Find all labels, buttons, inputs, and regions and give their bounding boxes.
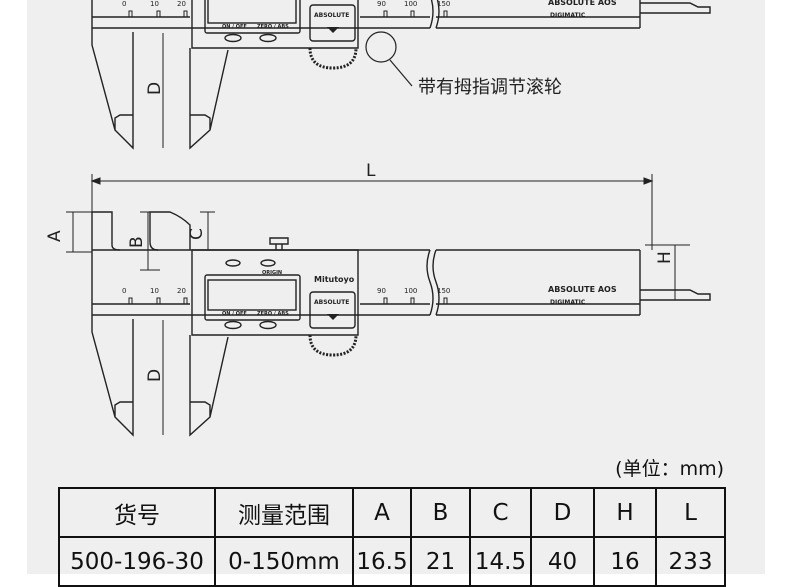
- absolute-label: ABSOLUTE: [314, 12, 349, 19]
- arrow-down-icon: [327, 27, 339, 33]
- callout-circle: [365, 31, 397, 63]
- display-window: [204, 0, 301, 34]
- moving-outer-jaw: [189, 335, 229, 437]
- thumb-roller: [308, 334, 358, 357]
- thumb-roller: [308, 47, 358, 70]
- scale-label-10: 10: [150, 287, 159, 295]
- ruler-ticks: [128, 297, 448, 304]
- dim-label-L: L: [366, 161, 376, 181]
- dim-label-H: H: [655, 251, 675, 264]
- origin-label: ORIGIN: [262, 270, 282, 276]
- dimension-L: [90, 174, 654, 250]
- scale-label-20: 20: [177, 287, 186, 295]
- scale-label-100: 100: [404, 287, 417, 295]
- cell-D: 40: [530, 536, 595, 587]
- on-off-button: [224, 320, 242, 330]
- slider-body: [191, 249, 359, 336]
- zero-abs-button: [259, 33, 277, 43]
- digimatic-label: DIGIMATIC: [550, 299, 586, 306]
- dim-label-D: D: [145, 82, 165, 95]
- header-cell: B: [410, 487, 471, 538]
- fixed-inner-jaw: [91, 211, 121, 251]
- header-cell: C: [469, 487, 532, 538]
- fixed-outer-jaw: [91, 28, 134, 150]
- dimension-B: [140, 211, 160, 271]
- scale-break: [426, 249, 440, 316]
- origin-button: [260, 259, 276, 267]
- on-off-button: [224, 33, 242, 43]
- absolute-cover: [309, 4, 356, 42]
- dimension-A: [66, 211, 112, 253]
- callout-leader: [389, 59, 413, 87]
- fixed-outer-jaw: [91, 315, 134, 437]
- absolute-cover: [309, 291, 356, 329]
- on-off-label: ON / OFF: [222, 24, 247, 30]
- moving-inner-jaw: [149, 211, 191, 251]
- caliper-dimensioned-view: 0 10 20 90 100 150 ON / OFF ZERO / ABS ORIGIN Mit…: [91, 211, 711, 437]
- zero-abs-button: [259, 320, 277, 330]
- scale-label-100: 100: [404, 0, 417, 8]
- dimension-C: [200, 211, 215, 250]
- dim-label-B: B: [127, 236, 147, 248]
- lcd: [207, 0, 297, 24]
- digimatic-label: DIGIMATIC: [550, 12, 586, 19]
- header-cell: 测量范围: [214, 487, 354, 538]
- beam-logo: ABSOLUTE AOS: [548, 0, 617, 7]
- zero-abs-label: ZERO / ABS: [257, 24, 289, 30]
- scale-label-0: 0: [122, 0, 126, 8]
- lcd: [207, 279, 297, 311]
- scale-label-90: 90: [377, 0, 386, 8]
- callout-label: 带有拇指调节滚轮: [418, 77, 562, 98]
- dim-label-D: D: [145, 369, 165, 382]
- dim-label-C: C: [187, 228, 207, 240]
- depth-rod: [640, 289, 711, 301]
- cell-H: 16: [593, 536, 657, 587]
- beam-logo: ABSOLUTE AOS: [548, 285, 617, 294]
- arrow-down-icon: [327, 314, 339, 320]
- origin-button: [225, 259, 241, 267]
- display-window: [204, 274, 301, 321]
- header-cell: 货号: [58, 487, 216, 538]
- header-cell: A: [352, 487, 412, 538]
- scale-break: [429, 0, 440, 29]
- zero-abs-label: ZERO / ABS: [257, 311, 289, 317]
- cell-C: 14.5: [469, 536, 532, 587]
- thumb-roller-callout: [365, 31, 413, 87]
- table-row: 500-196-30 0-150mm 16.5 21 14.5 40 16 23…: [58, 536, 726, 587]
- header-cell: L: [655, 487, 726, 538]
- scale-label-0: 0: [122, 287, 126, 295]
- unit-note: (单位：mm): [615, 458, 724, 480]
- spec-table: 货号 测量范围 A B C D H L 500-196-30 0-150mm 1…: [58, 487, 726, 587]
- depth-rod: [640, 2, 711, 14]
- cell-B: 21: [410, 536, 471, 587]
- cell-L: 233: [655, 536, 726, 587]
- on-off-label: ON / OFF: [222, 311, 247, 317]
- main-beam: [91, 0, 641, 29]
- table-header-row: 货号 测量范围 A B C D H L: [58, 487, 726, 538]
- scale-label-20: 20: [177, 0, 186, 8]
- brand-logo: Mitutoyo: [314, 275, 355, 284]
- cell-A: 16.5: [352, 536, 412, 587]
- moving-outer-jaw: [189, 48, 229, 150]
- cell-range: 0-150mm: [214, 536, 354, 587]
- header-cell: D: [530, 487, 595, 538]
- dimension-H: [645, 244, 690, 301]
- dim-label-A: A: [45, 230, 65, 242]
- scale-label-10: 10: [150, 0, 159, 8]
- scale-label-150: 150: [437, 0, 450, 8]
- drawing-panel: [27, 0, 765, 574]
- scale-label-150: 150: [437, 287, 450, 295]
- lock-screw: [269, 237, 289, 250]
- slider-body: [191, 0, 359, 49]
- header-cell: H: [593, 487, 657, 538]
- ruler-ticks: [128, 10, 448, 17]
- absolute-label: ABSOLUTE: [314, 299, 349, 306]
- scale-label-90: 90: [377, 287, 386, 295]
- cell-part-number: 500-196-30: [58, 536, 216, 587]
